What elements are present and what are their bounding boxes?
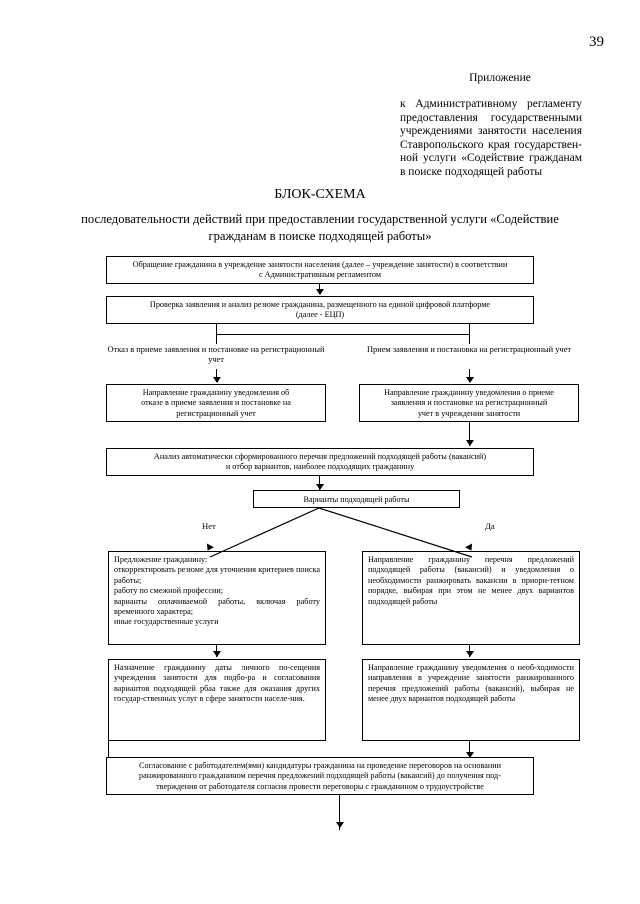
flow-decision-suitable-work-options: Варианты подходящей работы <box>253 490 460 508</box>
flow-box-7-line-2: ранжированного гражданином перечня предл… <box>139 771 501 781</box>
flow-box-3l-line-1: Направление гражданину уведомления об <box>142 388 290 397</box>
flow-box-refusal-notification: Направление гражданину уведомления об от… <box>106 384 326 422</box>
branch-caption-refusal-line-2: на регистрационный учет <box>208 345 325 365</box>
arrow-box3r-box4 <box>466 440 474 446</box>
arrow-box5l-box6l <box>213 651 221 657</box>
flow-box-4-line-1: Анализ автоматически сформированного пер… <box>153 452 487 461</box>
flow-box-alternative-offers: Предложение гражданину: откорректировать… <box>108 551 326 645</box>
arrow-caption-box3-right <box>466 377 474 383</box>
flow-box-3r-line-3: учет в учреждении занятости <box>417 408 521 418</box>
flow-box-2-line-1: Проверка заявления и анализ резюме гражд… <box>149 300 491 309</box>
flow-box-5l-line-3: работу по смежной профессии; <box>114 586 224 596</box>
arrow-box6r-box7 <box>466 752 474 758</box>
connector-to-caption-left <box>216 334 217 344</box>
flow-box-ranked-list-notification: Направление гражданину уведомления о нео… <box>362 659 580 741</box>
flow-box-5l-line-4: варианты оплачиваемой работы, включая ра… <box>114 596 320 617</box>
flow-box-7-line-3: тверждения от работодателя согласия пров… <box>156 781 484 791</box>
flow-box-5l-line-1: Предложение гражданину: <box>114 555 208 564</box>
branch-label-yes: Да <box>485 521 495 531</box>
arrow-box7-next <box>336 822 344 828</box>
flow-box-1-line-2: с Административным регламентом <box>258 270 382 280</box>
flow-box-5l-line-2: откорректировать резюме для уточнения кр… <box>114 565 320 585</box>
flow-box-2-line-2: (далее - ЕЦП) <box>295 310 345 320</box>
branch-label-no: Нет <box>202 521 216 531</box>
branch-caption-acceptance-line-2: на регистрационный учет <box>479 345 571 354</box>
flow-box-vacancy-analysis: Анализ автоматически сформированного пер… <box>106 448 534 476</box>
flow-box-6l-text: Назначение гражданину даты личного по-се… <box>114 663 320 704</box>
flow-box-1-line-1: Обращение гражданина в учреждение занято… <box>132 260 508 269</box>
arrow-box1-box2 <box>316 289 324 295</box>
flow-box-application-review: Проверка заявления и анализ резюме гражд… <box>106 296 534 324</box>
branch-caption-acceptance: Прием заявления и постановка на регистра… <box>359 345 579 355</box>
connector-box7-next <box>339 795 340 830</box>
connector-box6r-box7 <box>469 741 470 758</box>
split-stem-right <box>469 324 470 334</box>
appendix-title: Приложение <box>469 72 531 84</box>
flow-box-vacancy-list-delivery: Направление гражданину перечня предложен… <box>362 551 580 645</box>
flow-box-3l-line-2: отказе в приеме заявления и постановке н… <box>141 398 291 408</box>
flow-box-personal-visit-appointment: Назначение гражданину даты личного по-се… <box>108 659 326 741</box>
flow-box-7-line-1: Согласование с работодателем(ями) кандид… <box>139 761 501 770</box>
flow-box-application-submission: Обращение гражданина в учреждение занято… <box>106 256 534 284</box>
flow-box-5l-line-5: иные государственные услуги <box>114 617 219 627</box>
branch-caption-refusal: Отказ в приеме заявления и постановке на… <box>106 345 326 366</box>
page-subtitle-line-2: «Содействие гражданам в поиске подходяще… <box>208 212 559 243</box>
page-subtitle: последовательности действий при предоста… <box>60 211 580 245</box>
flow-box-3r-line-1: Направление гражданину уведомления о при… <box>384 388 554 397</box>
arrow-caption-box3-left <box>213 377 221 383</box>
connector-caption-box3-left <box>216 369 217 382</box>
page-subtitle-line-1: последовательности действий при предоста… <box>81 212 487 226</box>
flow-box-3r-line-2: заявления и постановке на регистрационны… <box>390 398 548 408</box>
decision-branch-lines <box>209 507 473 558</box>
connector-box4-decision <box>319 476 320 490</box>
flow-box-3l-line-3: регистрационный учет <box>176 408 256 418</box>
branch-caption-acceptance-line-1: Прием заявления и постановка <box>367 345 478 354</box>
split-stem-left <box>216 324 217 334</box>
connector-box6l-box7 <box>108 741 109 758</box>
flow-box-acceptance-notification: Направление гражданину уведомления о при… <box>359 384 579 422</box>
page-title: БЛОК-СХЕМА <box>274 187 366 202</box>
page-number: 39 <box>589 34 604 50</box>
flow-decision-label: Варианты подходящей работы <box>303 495 410 504</box>
flow-box-employer-approval: Согласование с работодателем(ями) кандид… <box>106 757 534 795</box>
connector-box3r-box4 <box>469 422 470 446</box>
flow-box-4-line-2: и отбор вариантов, наиболее подходящих г… <box>225 462 415 472</box>
connector-caption-box3-right <box>469 369 470 382</box>
split-line-box2 <box>216 334 469 335</box>
arrow-box4-decision <box>316 484 324 490</box>
flow-box-5r-text: Направление гражданину перечня предложен… <box>368 555 574 606</box>
branch-line-no <box>209 507 320 558</box>
branch-caption-refusal-line-1: Отказ в приеме заявления и постановке <box>107 345 249 354</box>
flow-box-6r-text: Направление гражданину уведомления о нео… <box>368 663 574 704</box>
branch-line-yes <box>318 507 473 558</box>
arrow-box5r-box6r <box>466 651 474 657</box>
connector-to-caption-right <box>469 334 470 344</box>
appendix-reference-text: к Административному регламенту предостав… <box>400 98 582 178</box>
